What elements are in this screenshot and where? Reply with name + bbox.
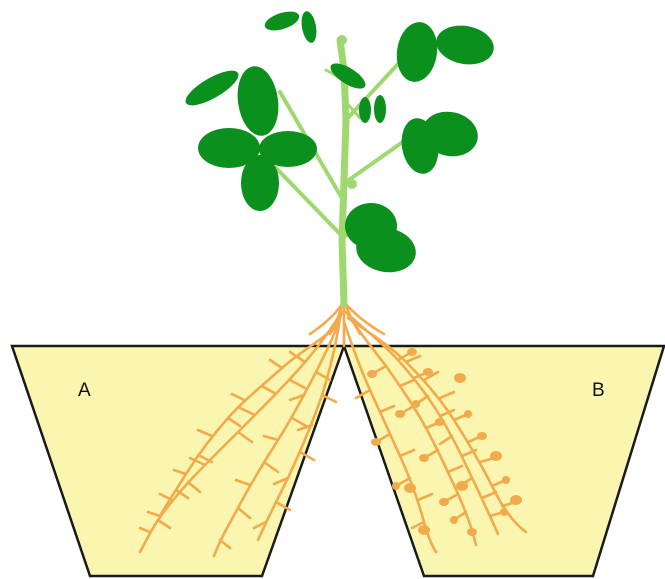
leaf bbox=[433, 21, 497, 68]
root-nodule bbox=[423, 368, 433, 376]
root-nodule bbox=[439, 498, 449, 506]
leaf bbox=[374, 95, 386, 123]
leaf bbox=[299, 10, 318, 44]
root-nodule bbox=[502, 476, 510, 484]
root-nodule bbox=[464, 410, 472, 418]
root-nodule bbox=[418, 525, 430, 535]
root-nodule bbox=[454, 373, 466, 383]
root-nodule bbox=[412, 400, 420, 408]
leaf bbox=[181, 64, 243, 111]
leaf bbox=[262, 8, 301, 34]
root-nodule bbox=[477, 432, 487, 440]
root-nodule bbox=[392, 482, 400, 490]
leaf bbox=[393, 20, 441, 85]
pot-a: A bbox=[12, 346, 344, 576]
root-nodule bbox=[367, 370, 377, 378]
root-nodule bbox=[419, 454, 429, 462]
root-nodule bbox=[490, 451, 502, 461]
pot-b-soil bbox=[344, 346, 664, 576]
pot-b-label: B bbox=[592, 380, 605, 401]
root-nodule bbox=[404, 483, 416, 493]
leaf bbox=[359, 97, 371, 123]
root-nodule bbox=[371, 438, 381, 446]
leaf bbox=[241, 155, 279, 211]
root-nodule bbox=[395, 410, 405, 418]
pot-b: B bbox=[344, 346, 664, 576]
leaf bbox=[233, 64, 282, 139]
root-nodule bbox=[500, 508, 508, 516]
root-nodule bbox=[435, 418, 445, 426]
root-nodule bbox=[467, 528, 477, 536]
root-nodule bbox=[407, 348, 417, 356]
root-nodule bbox=[456, 481, 468, 491]
root-nodule bbox=[450, 516, 458, 524]
pot-a-label: A bbox=[78, 380, 91, 401]
root-nodule bbox=[510, 495, 522, 505]
pot-a-soil bbox=[12, 346, 344, 576]
